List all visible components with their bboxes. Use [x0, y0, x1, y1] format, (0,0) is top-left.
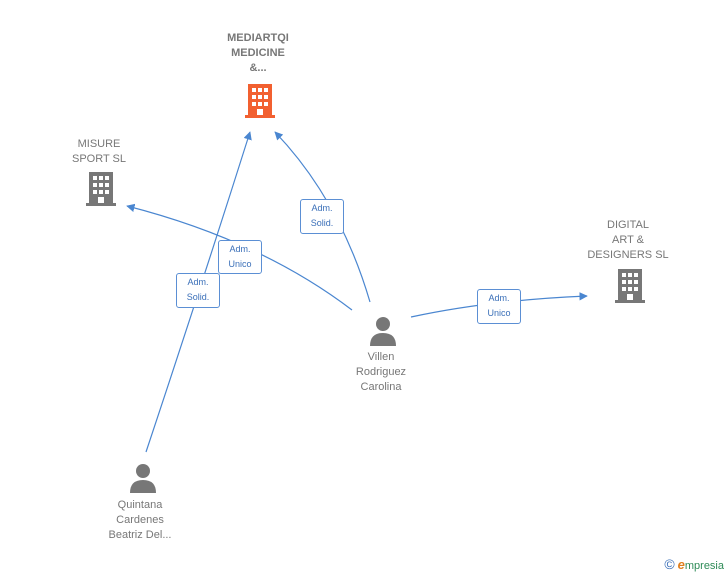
- building-icon[interactable]: [86, 172, 116, 206]
- building-icon[interactable]: [615, 269, 645, 303]
- node-label-mediartqi[interactable]: MEDIARTQI MEDICINE &...: [227, 32, 289, 74]
- building-icon[interactable]: [245, 84, 275, 118]
- node-label-digital[interactable]: DIGITAL ART & DESIGNERS SL: [587, 219, 669, 261]
- copyright-symbol: ©: [664, 556, 675, 572]
- node-label-quintana[interactable]: Quintana Cardenes Beatriz Del...: [108, 499, 172, 541]
- edge-label-villen-misure: Adm. Unico: [218, 240, 262, 274]
- brand-logo-e: e: [677, 556, 685, 572]
- edge-label-villen-digital: Adm. Unico: [477, 289, 521, 324]
- edge-label-quintana-mediartqi: Adm. Solid.: [176, 273, 220, 308]
- brand-name: mpresia: [684, 559, 724, 572]
- person-icon[interactable]: [368, 316, 398, 346]
- node-label-villen[interactable]: Villen Rodriguez Carolina: [355, 351, 407, 393]
- edge-label-villen-mediartqi: Adm. Solid.: [300, 199, 344, 234]
- person-icon[interactable]: [128, 463, 158, 493]
- brand-watermark: © empresia: [664, 556, 724, 572]
- node-label-misure[interactable]: MISURE SPORT SL: [71, 138, 126, 165]
